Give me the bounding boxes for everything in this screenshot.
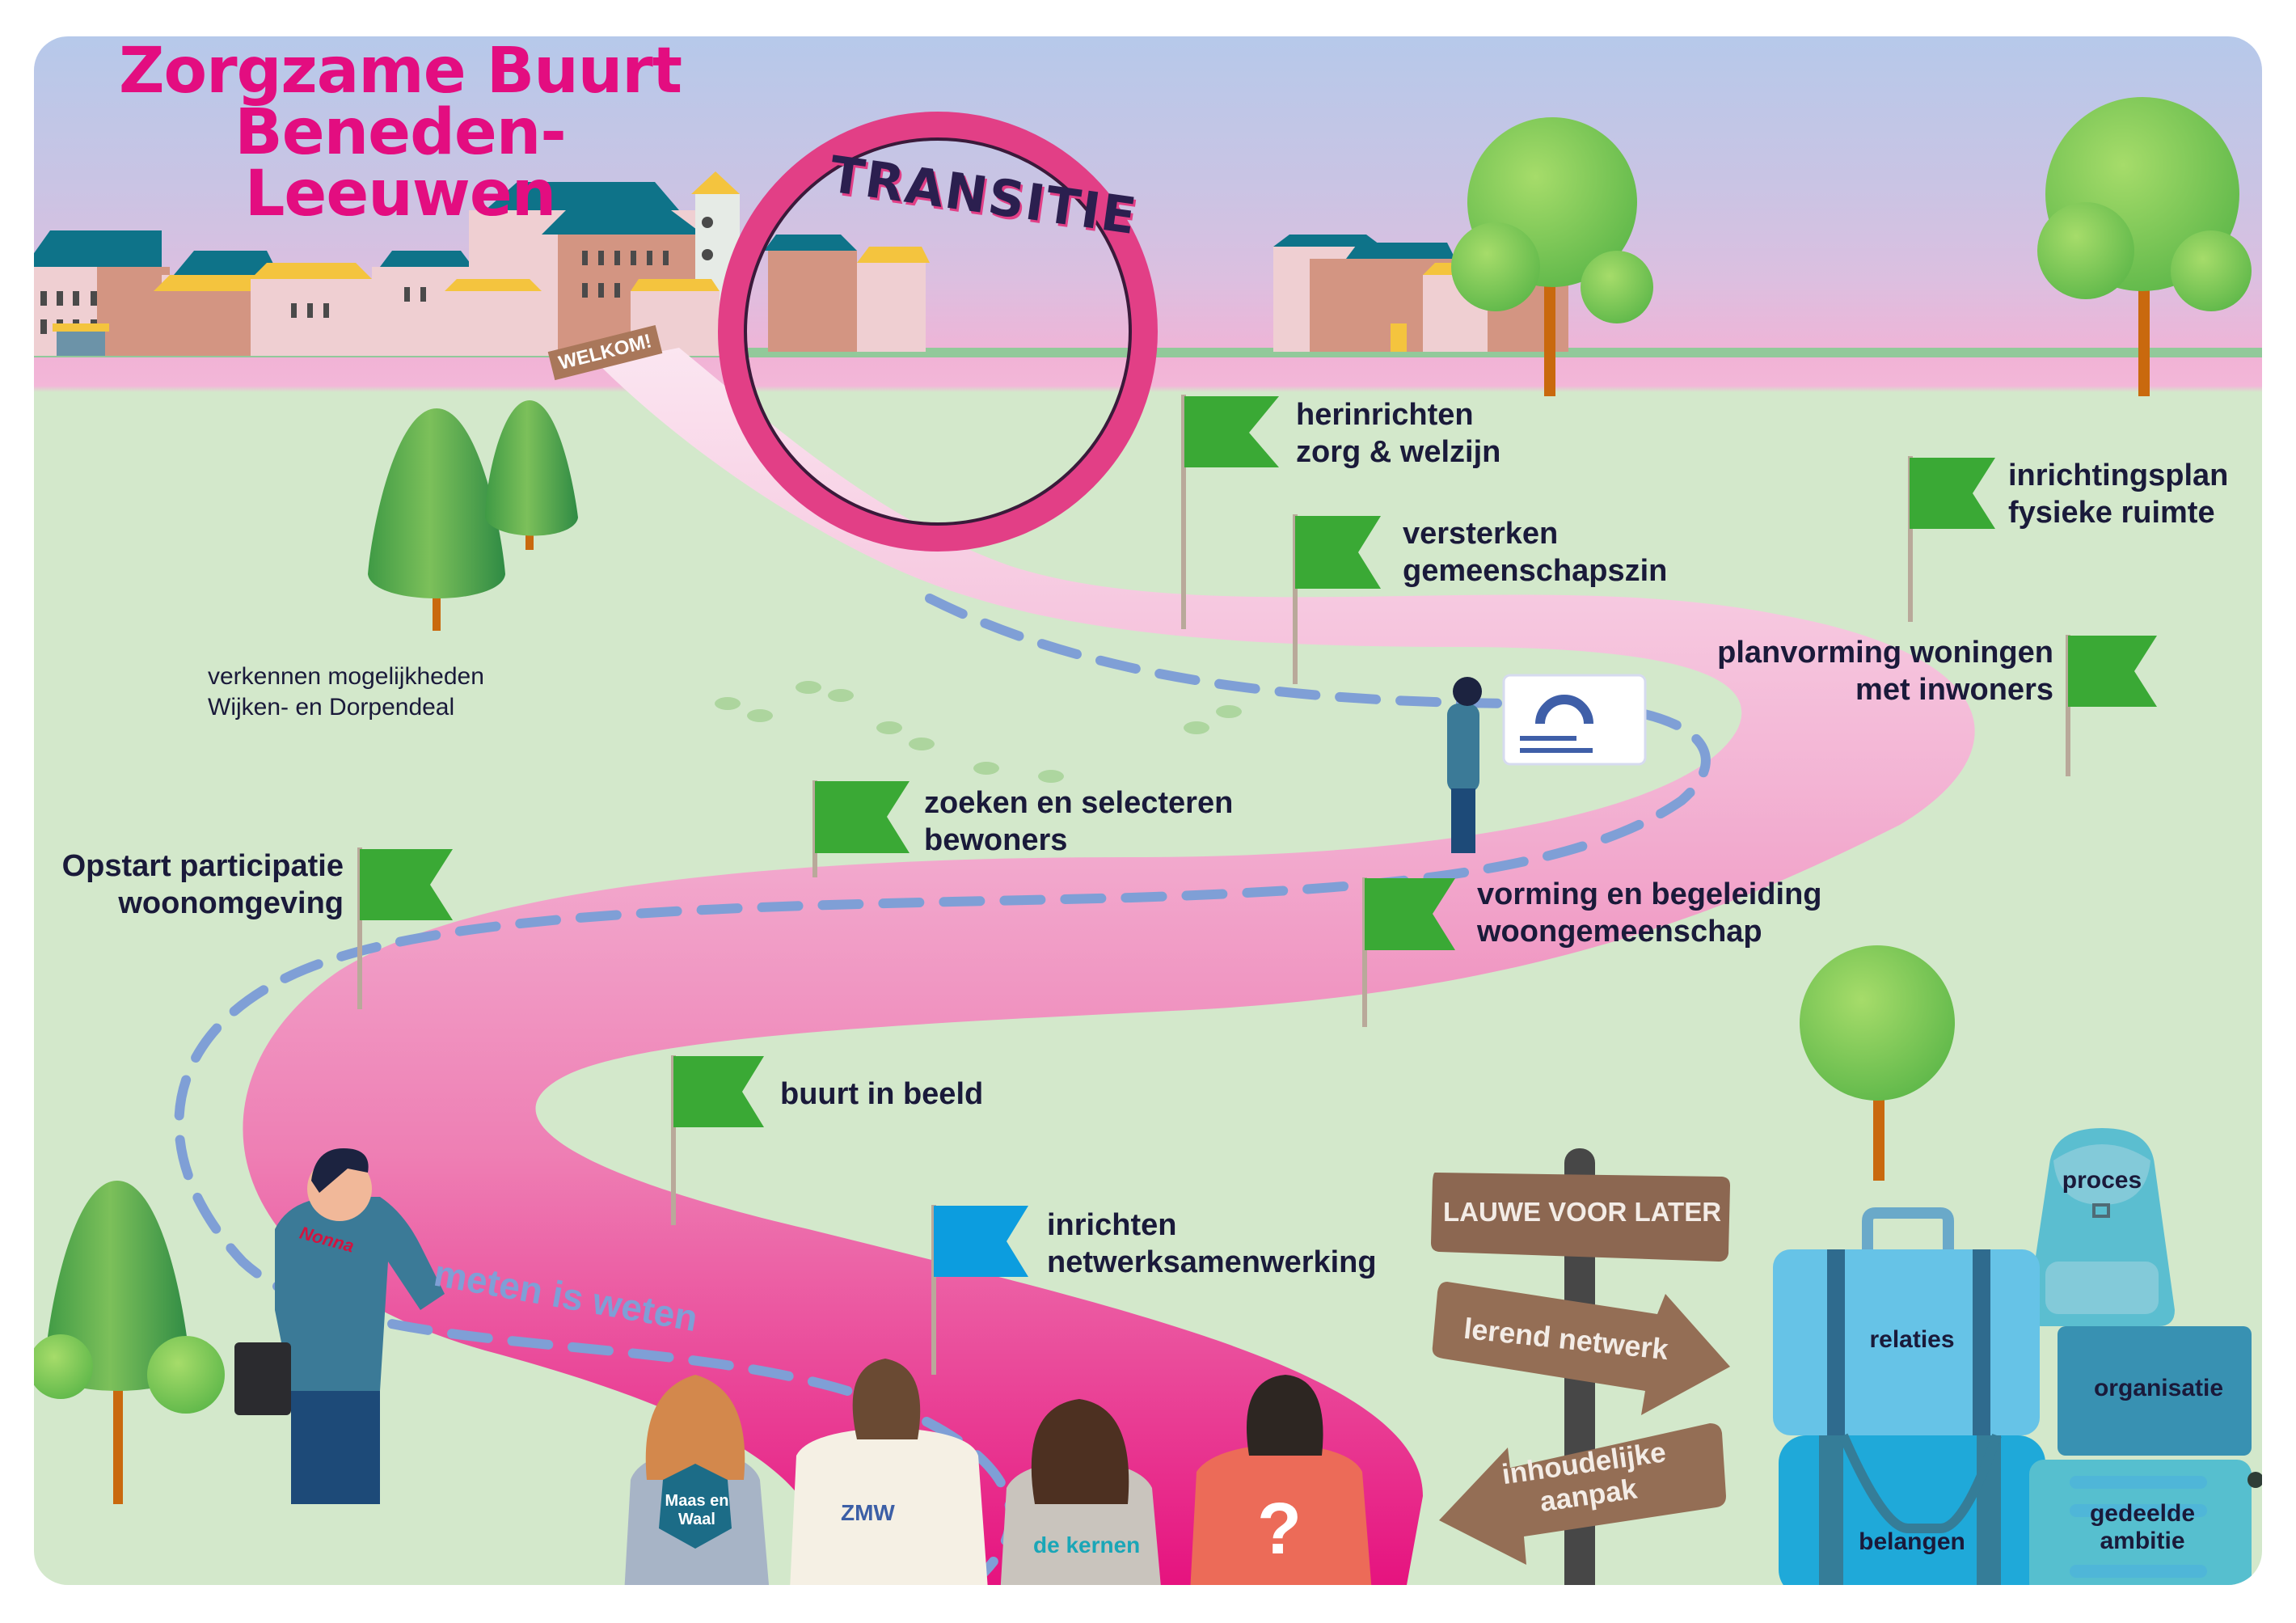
- milestone-herinrichten: herinrichten zorg & welzijn: [1296, 396, 1500, 471]
- cone-trees: [34, 400, 578, 1504]
- milestone-line1: buurt in beeld: [780, 1077, 984, 1111]
- town-left: [34, 171, 740, 356]
- flags: [357, 395, 2157, 1375]
- luggage-group: [1773, 1128, 2262, 1585]
- milestone-line1: vorming en begeleiding: [1477, 877, 1822, 911]
- milestone-line1: versterken: [1403, 517, 1559, 551]
- bag-proces: proces: [2062, 1167, 2142, 1194]
- shirt-maas-en-waal: Maas en Waal: [665, 1492, 729, 1528]
- milestone-line1: zoeken en selecteren: [924, 786, 1234, 820]
- milestone-line1: Opstart participatie: [61, 849, 344, 883]
- milestone-versterken: versterken gemeenschapszin: [1403, 515, 1667, 590]
- bag-gedeelde-line2: ambitie: [2100, 1528, 2185, 1554]
- page-title: Zorgzame Buurt Beneden-Leeuwen: [93, 35, 707, 230]
- transitie-portal-ring: [718, 112, 1158, 552]
- partner-de-kernen: [998, 1399, 1164, 1585]
- partner-unknown: [1188, 1375, 1374, 1585]
- people: [234, 674, 1647, 1585]
- exploration-note: verkennen mogelijkheden Wijken- en Dorpe…: [208, 661, 484, 723]
- bag-relaties: relaties: [1869, 1326, 1955, 1353]
- tree-top-center: [1451, 117, 1653, 396]
- dashed-route: [174, 594, 1711, 1585]
- shirt-question-mark: ?: [1257, 1489, 1302, 1570]
- milestone-line2: met inwoners: [1855, 673, 2053, 707]
- milestone-line1: planvorming woningen: [1717, 636, 2053, 670]
- bag-organisatie: organisatie: [2093, 1375, 2224, 1401]
- milestone-line1: herinrichten: [1296, 398, 1474, 432]
- town-portal: [764, 235, 930, 352]
- footprints: [715, 681, 1242, 783]
- milestone-vorming: vorming en begeleiding woongemeenschap: [1477, 876, 1822, 950]
- tree-right-middle: [1800, 945, 1955, 1181]
- milestone-line2: netwerksamenwerking: [1047, 1245, 1377, 1279]
- milestone-line2: woongemeenschap: [1477, 915, 1762, 949]
- milestone-line2: fysieke ruimte: [2008, 496, 2215, 530]
- partner-zmw: [788, 1359, 990, 1585]
- milestone-line1: inrichtingsplan: [2008, 459, 2229, 492]
- title-line-1: Zorgzame Buurt: [118, 35, 682, 108]
- milestone-line2: woonomgeving: [118, 886, 344, 920]
- bag-gedeelde-ambitie: gedeelde ambitie: [2070, 1500, 2215, 1555]
- milestone-zoeken: zoeken en selecteren bewoners: [924, 784, 1233, 859]
- shirt-de-kernen: de kernen: [1033, 1532, 1141, 1557]
- milestone-netwerk: inrichten netwerksamenwerking: [1047, 1207, 1377, 1281]
- shirt-zmw: ZMW: [841, 1500, 895, 1525]
- bag-gedeelde-line1: gedeelde: [2089, 1500, 2196, 1527]
- journey-path: [243, 348, 1975, 1585]
- tree-top-right: [2037, 97, 2252, 396]
- milestone-planvorming: planvorming woningen met inwoners: [1686, 634, 2053, 708]
- milestone-buurt: buurt in beeld: [780, 1076, 983, 1113]
- signpost-top: LAUWE VOOR LATER: [1443, 1197, 1722, 1227]
- title-line-2: Beneden-Leeuwen: [234, 96, 566, 230]
- milestone-opstart: Opstart participatie woonomgeving: [24, 847, 344, 922]
- signpost-illustration: [1431, 1148, 1730, 1585]
- exploration-line1: verkennen mogelijkheden: [208, 663, 484, 690]
- partner-maas-en-waal: [623, 1375, 772, 1585]
- milestone-line2: gemeenschapszin: [1403, 554, 1668, 588]
- milestone-inrichtingsplan: inrichtingsplan fysieke ruimte: [2008, 457, 2228, 531]
- exploration-line2: Wijken- en Dorpendeal: [208, 694, 455, 721]
- milestone-line1: inrichten: [1047, 1208, 1177, 1242]
- milestone-line2: bewoners: [924, 823, 1068, 857]
- milestone-line2: zorg & welzijn: [1296, 435, 1501, 469]
- bag-belangen: belangen: [1859, 1528, 1965, 1555]
